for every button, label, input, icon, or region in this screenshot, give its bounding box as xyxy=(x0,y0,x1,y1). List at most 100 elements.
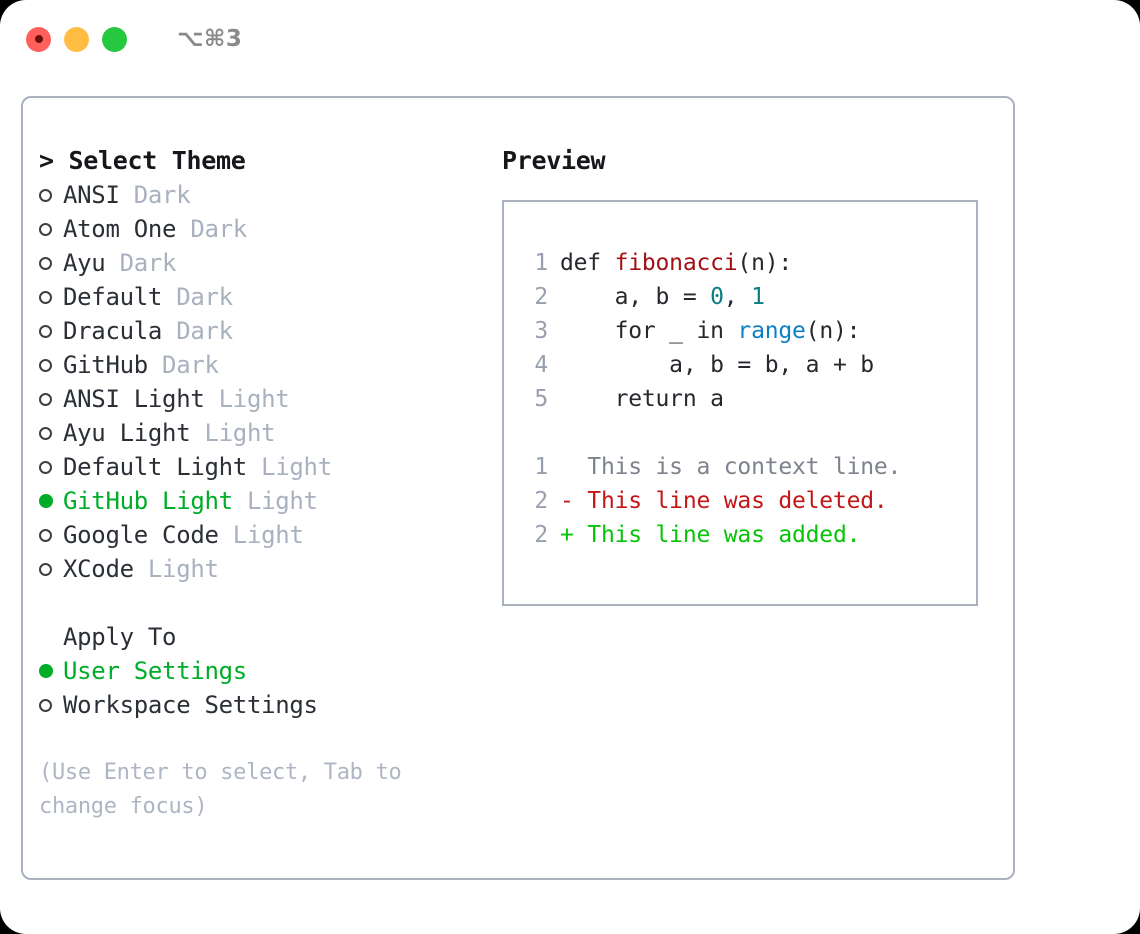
radio-empty-icon xyxy=(39,177,63,211)
theme-option-atom-one[interactable]: Atom One Dark xyxy=(39,212,489,246)
radio-empty-icon xyxy=(39,381,63,415)
theme-option-tag: Dark xyxy=(119,181,191,209)
diff-marker xyxy=(560,454,574,480)
code-token-plain: , xyxy=(723,284,752,310)
code-line-text: a, b = 0, 1 xyxy=(560,280,765,314)
window-controls xyxy=(26,26,127,52)
theme-option-ayu-light[interactable]: Ayu Light Light xyxy=(39,416,489,450)
diff-body: This line was deleted. xyxy=(573,488,888,514)
radio-empty-icon xyxy=(39,313,63,347)
diff-line-number: 2 xyxy=(534,522,548,548)
apply-to-option-label: User Settings xyxy=(63,657,247,685)
theme-option-label: Dracula xyxy=(63,317,163,345)
theme-option-label: Atom One xyxy=(63,215,177,243)
apply-to-option-workspace-settings[interactable]: Workspace Settings xyxy=(39,688,489,722)
code-token-plain: a, b = b, a + b xyxy=(560,352,874,378)
diff-marker: + xyxy=(560,522,574,548)
theme-option-ayu[interactable]: Ayu Dark xyxy=(39,246,489,280)
theme-option-label: XCode xyxy=(63,555,134,583)
diff-line-del: 2- This line was deleted. xyxy=(522,484,976,518)
diff-line-add: 2 + This line was added. xyxy=(522,518,976,552)
code-line-number: 5 xyxy=(534,386,548,412)
diff-line-text: - This line was deleted. xyxy=(560,484,888,518)
theme-option-ansi[interactable]: ANSI Dark xyxy=(39,178,489,212)
radio-empty-icon xyxy=(39,415,63,449)
radio-empty-icon xyxy=(39,517,63,551)
code-line-text: a, b = b, a + b xyxy=(560,348,874,382)
radio-empty-icon xyxy=(39,347,63,381)
diff-line-context: 1 This is a context line. xyxy=(522,450,976,484)
minimize-button[interactable] xyxy=(64,26,89,52)
diff-line-number: 2 xyxy=(534,488,548,514)
theme-option-tag: Light xyxy=(218,521,304,549)
code-token-plain: (n): xyxy=(805,318,861,344)
theme-option-tag: Dark xyxy=(147,351,219,379)
theme-option-label: Google Code xyxy=(63,521,219,549)
theme-option-label: Default xyxy=(63,283,163,311)
code-line: 5 return a xyxy=(522,382,976,416)
theme-option-xcode[interactable]: XCode Light xyxy=(39,552,489,586)
radio-selected-icon xyxy=(39,483,63,517)
radio-empty-icon xyxy=(39,245,63,279)
radio-empty-icon xyxy=(39,687,63,721)
code-token-plain: def xyxy=(560,250,615,276)
diff-line-text: This is a context line. xyxy=(560,450,901,484)
diff-sample: 1 This is a context line.2- This line wa… xyxy=(522,450,976,552)
theme-option-tag: Dark xyxy=(176,215,247,243)
code-token-plain: for _ in xyxy=(560,318,738,344)
theme-option-google-code[interactable]: Google Code Light xyxy=(39,518,489,552)
keyboard-shortcut-label: ⌥⌘3 xyxy=(177,26,243,52)
code-token-plain: return a xyxy=(560,386,724,412)
diff-marker: - xyxy=(560,488,574,514)
code-token-num: 1 xyxy=(751,284,765,310)
code-token-num: 0 xyxy=(710,284,724,310)
theme-option-label: ANSI xyxy=(63,181,120,209)
code-line: 1 def fibonacci(n): xyxy=(522,246,976,280)
radio-empty-icon xyxy=(39,449,63,483)
code-line-text: return a xyxy=(560,382,724,416)
maximize-button[interactable] xyxy=(102,26,127,52)
close-button[interactable] xyxy=(26,26,51,52)
radio-empty-icon xyxy=(39,279,63,313)
code-token-plain: a, b = xyxy=(560,284,711,310)
radio-selected-icon xyxy=(39,653,63,687)
code-line-number: 2 xyxy=(534,284,548,310)
theme-option-github-light[interactable]: GitHub Light Light xyxy=(39,484,489,518)
code-token-fn: fibonacci xyxy=(614,250,738,276)
theme-option-tag: Light xyxy=(204,385,290,413)
diff-body: This line was added. xyxy=(573,522,861,548)
code-line: 3 for _ in range(n): xyxy=(522,314,976,348)
theme-option-ansi-light[interactable]: ANSI Light Light xyxy=(39,382,489,416)
radio-empty-icon xyxy=(39,211,63,245)
code-line-text: def fibonacci(n): xyxy=(560,246,792,280)
apply-to-option-user-settings[interactable]: User Settings xyxy=(39,654,489,688)
theme-option-tag: Light xyxy=(246,453,332,481)
theme-option-label: Ayu Light xyxy=(63,419,191,447)
code-line: 2 a, b = 0, 1 xyxy=(522,280,976,314)
preview-title: Preview xyxy=(502,146,606,175)
theme-option-github[interactable]: GitHub Dark xyxy=(39,348,489,382)
theme-option-label: GitHub Light xyxy=(63,487,233,515)
keyboard-hint-text: (Use Enter to select, Tab to change focu… xyxy=(39,760,402,819)
theme-option-default[interactable]: Default Dark xyxy=(39,280,489,314)
code-token-plain: (n): xyxy=(737,250,793,276)
code-line-number: 4 xyxy=(534,352,548,378)
theme-option-tag: Dark xyxy=(162,317,233,345)
theme-list-header: > Select Theme xyxy=(39,146,246,175)
theme-option-default-light[interactable]: Default Light Light xyxy=(39,450,489,484)
diff-body: This is a context line. xyxy=(573,454,902,480)
theme-option-dracula[interactable]: Dracula Dark xyxy=(39,314,489,348)
theme-option-label: GitHub xyxy=(63,351,148,379)
code-line-number: 1 xyxy=(534,250,548,276)
code-line-number: 3 xyxy=(534,318,548,344)
theme-option-label: Default Light xyxy=(63,453,247,481)
radio-empty-icon xyxy=(39,551,63,585)
theme-option-label: Ayu xyxy=(63,249,106,277)
theme-option-tag: Light xyxy=(190,419,276,447)
